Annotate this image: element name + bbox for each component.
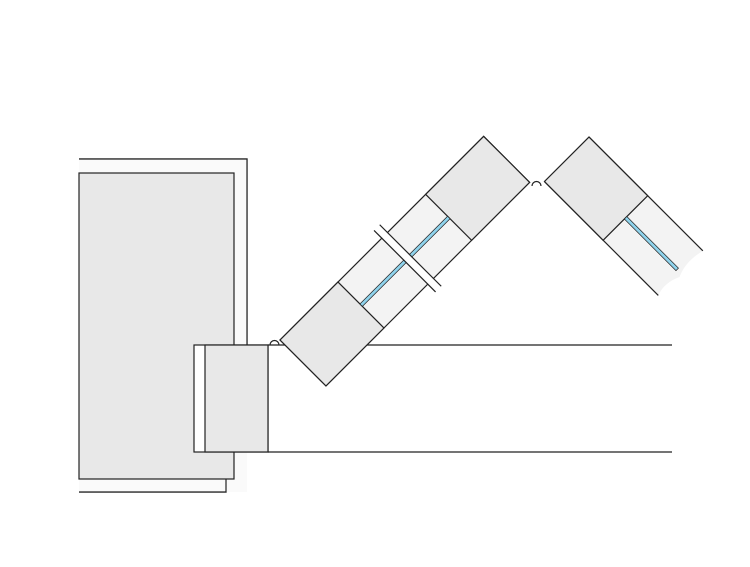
hinge-icon xyxy=(531,180,542,187)
glass-pane xyxy=(623,216,679,272)
door-jamb xyxy=(193,344,269,453)
jamb-fill xyxy=(204,344,269,453)
break-line xyxy=(373,229,436,293)
door-panel-left xyxy=(279,135,531,387)
door-panel-right xyxy=(543,136,704,296)
break-line xyxy=(379,224,442,287)
break-gap xyxy=(381,232,434,285)
hinge-icon xyxy=(269,339,280,346)
